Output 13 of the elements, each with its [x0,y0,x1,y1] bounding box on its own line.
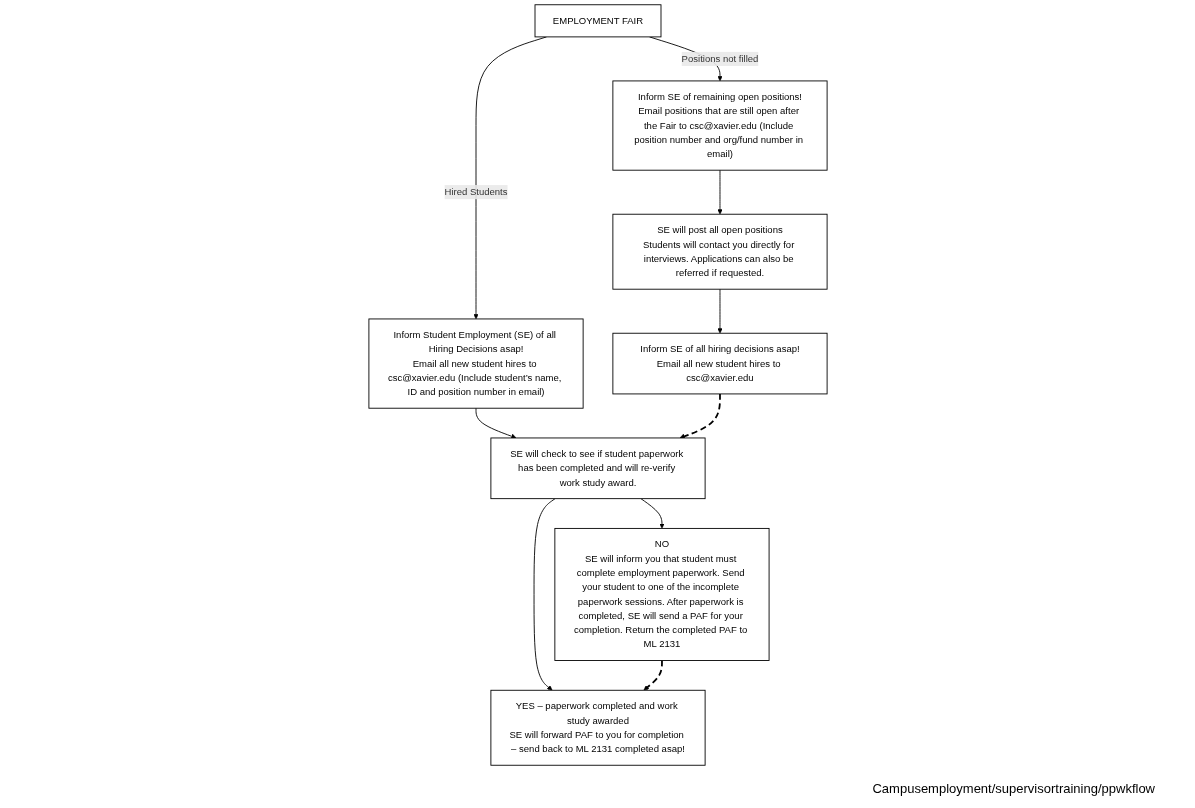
node-box: YES – paperwork completed and work study awarded SE will forward PAF to you for completion – send back to ML 2131 completed asap! [489,689,706,766]
node-box: Inform SE of remaining open positions! Email positions that are still open after the Fair to csc@xavier.edu (Include position number and org/fund number in email) [611,80,828,171]
node-box: EMPLOYMENT FAIR [534,4,661,38]
node-box: NO SE will inform you that student must complete employment paperwork. Send your student to one of the incomplete paperwork sessions. After paperwork is completed, SE will send a PAF for your completion. Return the completed PAF to ML 2131 [553,527,770,661]
edge-label: Hired Students [444,186,508,197]
node-box: Inform SE of all hiring decisions asap! Email all new student hires to csc@xavier.edu [611,332,828,395]
node-box: Inform Student Employment (SE) of all Hiring Decisions asap! Email all new student hires to csc@xavier.edu (Include student’s name, ID and position number in email) [367,318,584,409]
file-path-note: Campusemployment/supervisortraining/ppwkflow [872,781,1155,796]
edge-label: Positions not filled [681,53,758,64]
arrow [679,393,721,439]
node-box: SE will post all open positions Students will contact you directly for interviews. Applications can also be referred if requested. [611,213,828,290]
node-box: SE will check to see if student paperwork has been completed and will re-verify work study award. [489,437,706,500]
arrow [643,659,663,691]
